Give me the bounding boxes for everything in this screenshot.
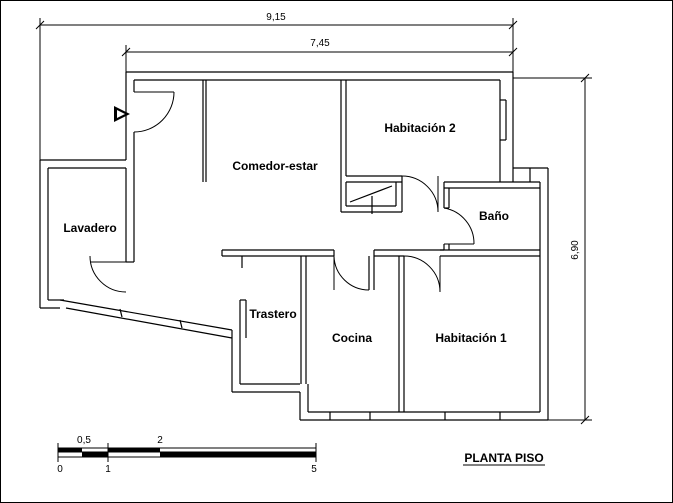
interior-walls [125, 80, 540, 412]
room-label-cocina: Cocina [332, 331, 372, 345]
dimension-height [513, 73, 592, 425]
exterior-walls [39, 71, 549, 421]
overall-width-label: 9,15 [266, 12, 286, 23]
room-label-trastero: Trastero [249, 307, 296, 321]
room-label-comedor: Comedor-estar [232, 159, 318, 173]
height-label: 6,90 [570, 240, 581, 260]
room-label-bano: Baño [479, 209, 509, 223]
scale-label-0: 0 [57, 464, 63, 475]
dimension-inner-width [121, 45, 518, 80]
room-label-lavadero: Lavadero [63, 221, 116, 235]
door-swings [89, 91, 475, 293]
room-label-habitacion-1: Habitación 1 [435, 331, 507, 345]
scale-label-5: 5 [311, 464, 317, 475]
room-label-habitacion-2: Habitación 2 [384, 121, 456, 135]
drawing-title: PLANTA PISO [464, 451, 543, 465]
scale-bar [57, 443, 317, 462]
dimension-overall-width [35, 18, 518, 175]
entrance-arrow-icon [114, 106, 130, 122]
inner-width-label: 7,45 [310, 38, 330, 49]
scale-label-0-5: 0,5 [77, 435, 91, 446]
scale-label-2: 2 [157, 435, 163, 446]
scale-label-1: 1 [105, 464, 111, 475]
